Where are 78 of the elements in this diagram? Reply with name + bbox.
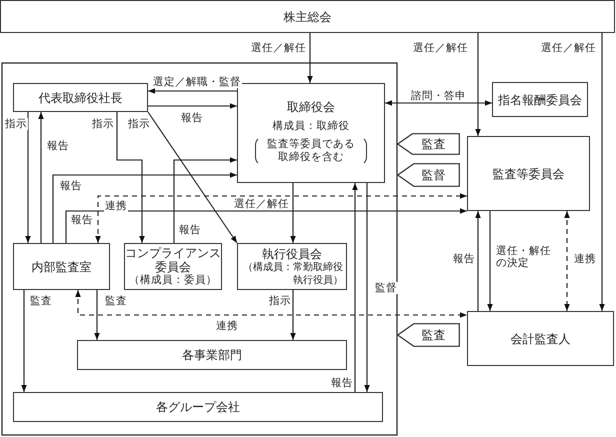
tag-pentagon: [397, 163, 460, 187]
box-title: 監査: [422, 137, 446, 151]
box-title: 会計監査人: [510, 332, 570, 346]
box-title: 取締役会: [287, 100, 335, 114]
edge-label: 諮問・答申: [410, 90, 467, 102]
arrow: [364, 183, 370, 392]
edge-label: 連携: [215, 320, 239, 332]
box-subtitle: （構成員：常勤取締役執行役員）: [242, 260, 343, 286]
box-title: 内部監査室: [32, 260, 92, 274]
edge-label: 報告: [178, 224, 202, 236]
organization-box: [467, 136, 590, 211]
arrow: [148, 112, 238, 244]
edge-label: 選定／解職・監督: [152, 76, 242, 88]
arrow: [385, 100, 492, 106]
organization-box: [0, 0, 615, 33]
organization-box: [124, 243, 222, 290]
organization-box: [13, 243, 110, 290]
arrow: [148, 103, 237, 109]
arrow: [307, 33, 313, 83]
arrow: [116, 112, 145, 243]
arrow: [290, 290, 296, 340]
box-title: 監督: [422, 168, 446, 182]
box-title: 監査等委員会: [492, 166, 564, 180]
edge-label: 連携: [104, 200, 128, 212]
box-title: コンプライアンス委員会: [125, 246, 221, 274]
organization-box: [467, 311, 614, 366]
bracketed-note: 監査等委員である取締役を含む: [255, 136, 367, 166]
arrow: [487, 211, 493, 311]
arrow: [25, 112, 31, 243]
edge-label: 選任／解任: [412, 42, 469, 54]
box-title: 代表取締役社長: [38, 90, 122, 104]
organization-box: [237, 243, 347, 290]
arrow: [52, 172, 237, 243]
box-title: 執行役員会: [262, 246, 322, 260]
tag-pentagon: [397, 133, 460, 155]
box-title: 監査: [422, 328, 446, 342]
edge-label: 指示: [91, 118, 115, 130]
edge-label: 報告: [330, 377, 354, 389]
arrow: [94, 290, 100, 340]
edge-label: 選任／解任: [233, 198, 290, 210]
edge-label: 指示: [127, 118, 151, 130]
arrow: [475, 33, 481, 136]
organization-box: [13, 392, 383, 422]
organization-box: [77, 340, 347, 370]
arrow: [475, 211, 481, 311]
edge-label: 監査: [29, 295, 53, 307]
edge-label: 報告: [452, 253, 476, 265]
edge-label: 選任／解任: [540, 42, 597, 54]
edge-label: 報告: [70, 214, 94, 226]
arrow: [95, 193, 467, 243]
edge-label: 報告: [180, 112, 204, 124]
edge-label: 監督: [374, 282, 398, 294]
organization-box: [492, 82, 588, 117]
arrow: [38, 112, 44, 243]
arrow: [599, 33, 605, 311]
arrow: [564, 211, 570, 311]
arrow: [290, 183, 296, 243]
arrow: [75, 290, 467, 318]
arrow: [148, 88, 237, 94]
edge-label: 連携: [573, 253, 597, 265]
edge-label: 報告: [46, 140, 70, 152]
edge-label: 選任／解任: [250, 42, 307, 54]
tag-pentagon: [397, 323, 460, 347]
box-title: 各事業部門: [182, 348, 242, 362]
box-title: 各グループ会社: [156, 400, 240, 414]
edge-label: 指示: [4, 118, 28, 130]
box-title: 指名報酬委員会: [498, 92, 582, 106]
edge-label: 監査: [104, 295, 128, 307]
box-subtitle: （構成員：委員）: [129, 274, 217, 287]
arrow: [65, 208, 467, 243]
organization-box: [13, 83, 148, 112]
box-subtitle: 構成員：取締役: [272, 120, 350, 133]
edge-label: 指示: [268, 295, 292, 307]
edge-label: 報告: [59, 180, 83, 192]
arrow: [173, 157, 237, 243]
box-title: 株主総会: [284, 10, 332, 24]
arrow: [21, 290, 27, 392]
arrow: [352, 183, 358, 392]
